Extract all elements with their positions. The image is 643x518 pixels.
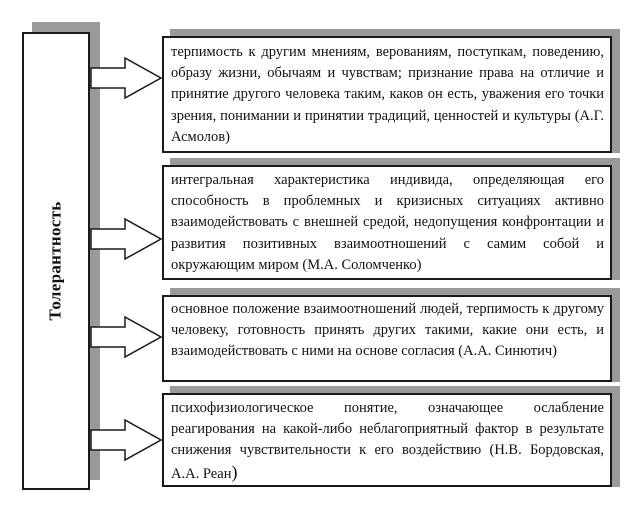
definition-box-3 [162,295,612,382]
definition-box-2 [162,165,612,280]
arrow-to-definition-4 [90,418,163,462]
definition-box-4 [162,393,612,487]
arrow-to-definition-2 [90,217,163,261]
definition-box-1 [162,36,612,153]
definition-text-4-closing: ) [231,461,238,482]
concept-box [22,32,90,490]
definition-text-1: терпимость к другим мнениям, верованиям,… [171,44,604,145]
concept-label: Толерантность [46,201,65,321]
arrow-to-definition-1 [90,56,163,100]
arrow-to-definition-3 [90,315,163,359]
definition-text-4-body: психофизиологическое понятие, означающее… [171,400,604,482]
concept-label-wrap: Толерантность [22,32,90,490]
definition-text-4: психофизиологическое понятие, означающее… [171,398,604,485]
definition-text-2: интегральная характеристика индивида, оп… [171,172,604,273]
definition-text-3: основное положение взаимоотношений людей… [171,301,604,360]
